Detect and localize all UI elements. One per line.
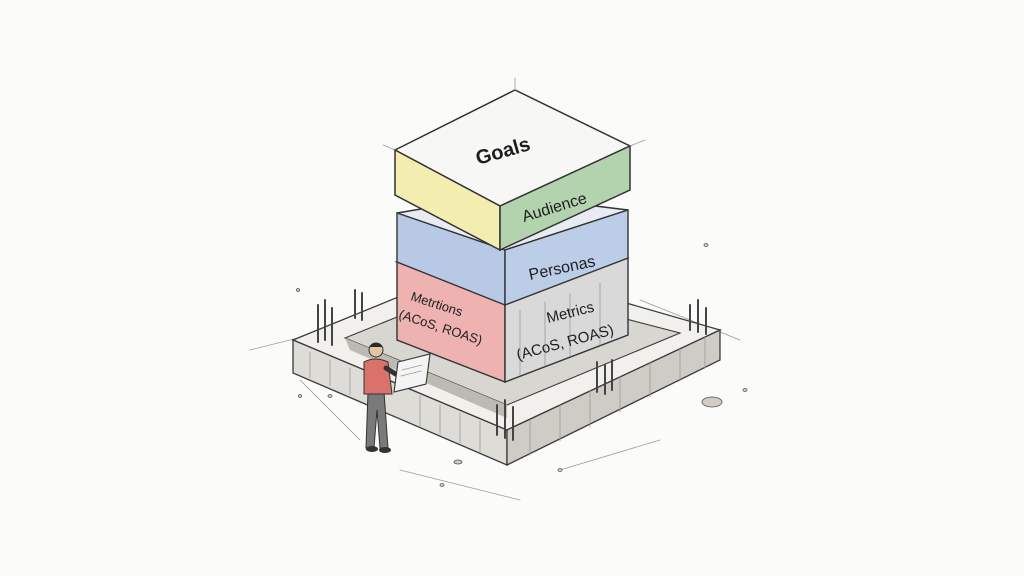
person-figure	[363, 342, 431, 453]
debris	[296, 243, 748, 487]
rebar-posts	[317, 289, 707, 441]
audience-face	[499, 144, 631, 252]
goals-block	[382, 77, 646, 252]
